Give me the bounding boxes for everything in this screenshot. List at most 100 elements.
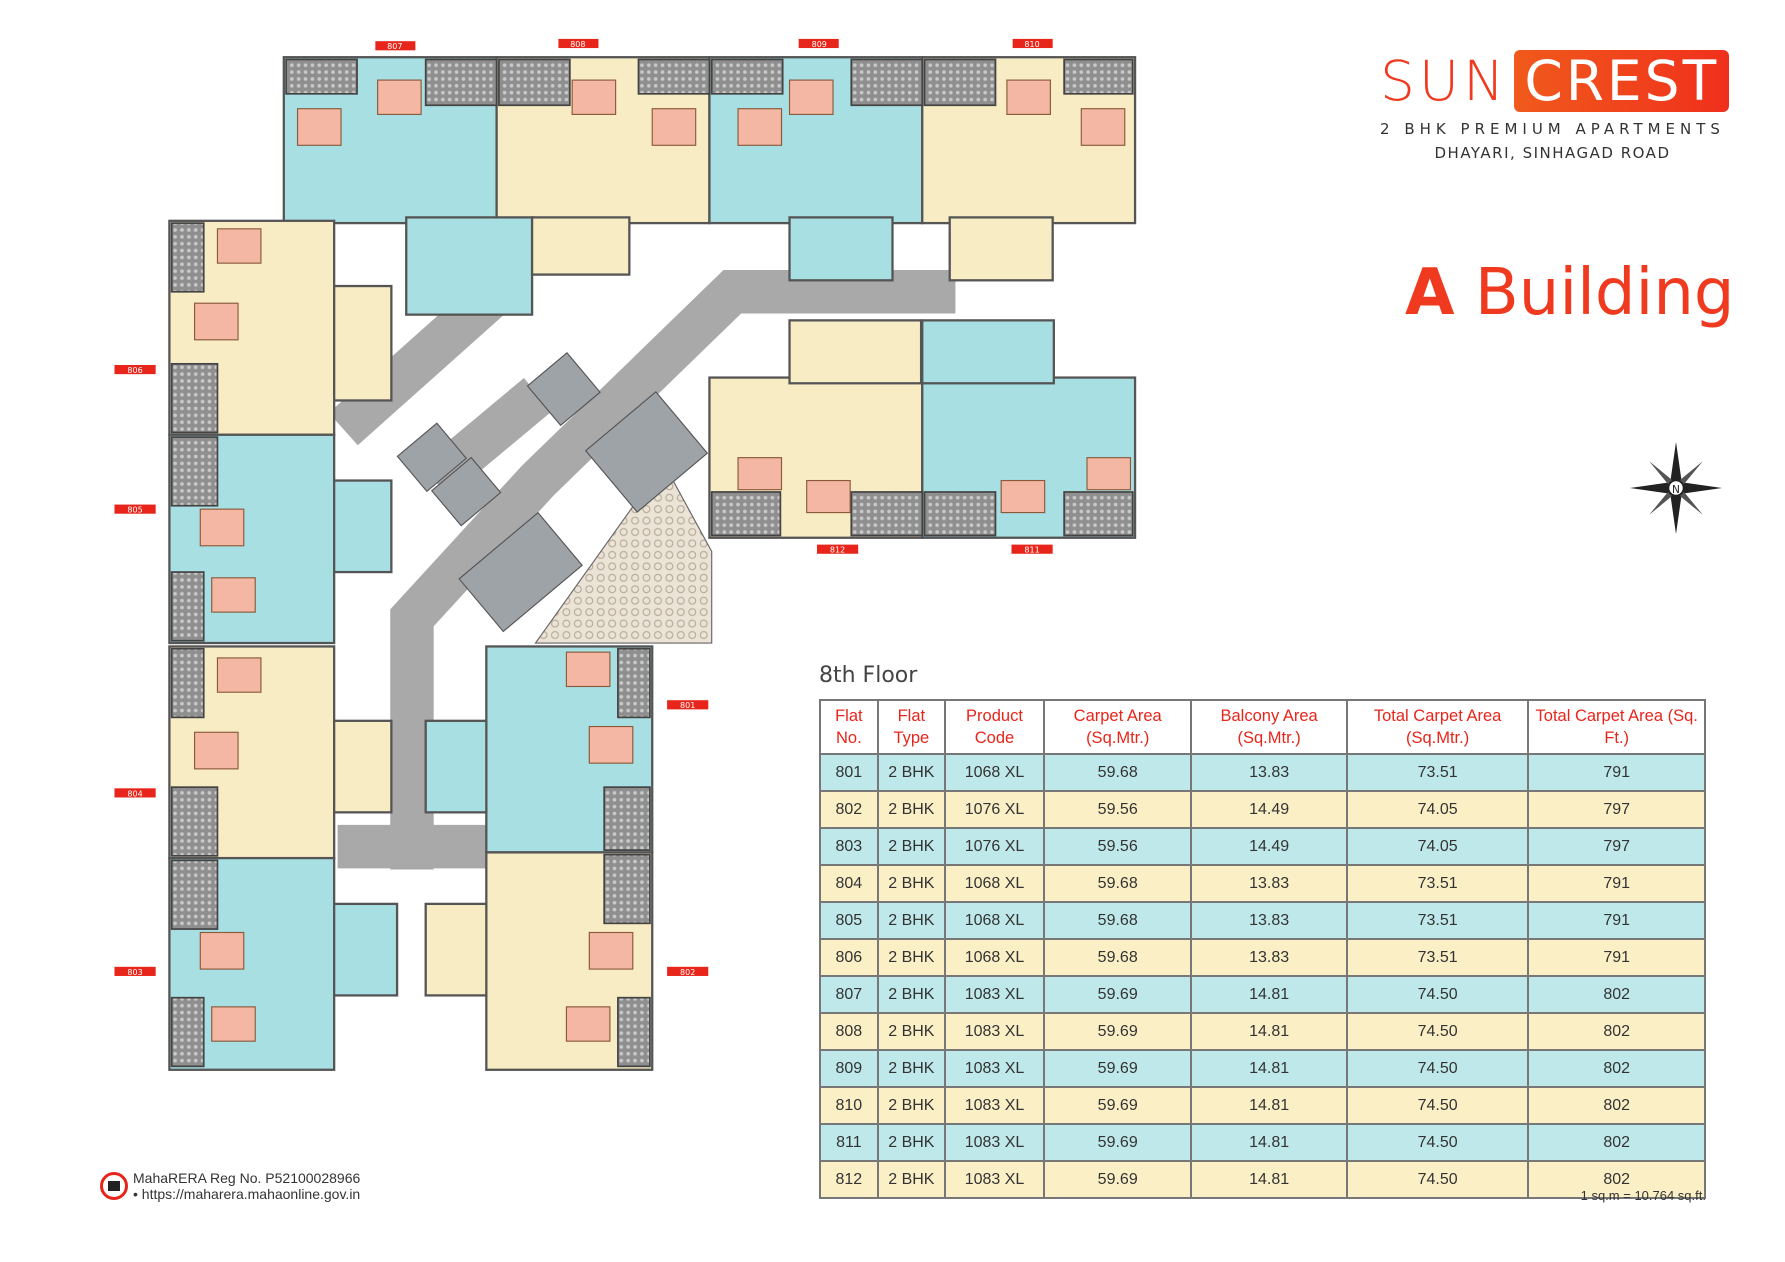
table-cell: 13.83 — [1190, 938, 1348, 977]
table-cell: 2 BHK — [876, 753, 947, 792]
table-cell: 13.83 — [1190, 901, 1348, 940]
rera-url[interactable]: • https://maharera.mahaonline.gov.in — [133, 1186, 361, 1202]
floor-title: 8th Floor — [819, 663, 918, 688]
column-header: Total Carpet Area (Sq. Ft.) — [1527, 699, 1706, 755]
table-cell: 59.68 — [1042, 864, 1193, 903]
table-cell: 59.68 — [1042, 938, 1193, 977]
table-cell: 59.69 — [1042, 975, 1193, 1014]
staircase — [396, 352, 709, 633]
table-cell: 1083 XL — [944, 1123, 1045, 1162]
table-cell: 1068 XL — [944, 938, 1045, 977]
table-cell: 14.81 — [1190, 1160, 1348, 1199]
table-cell: 2 BHK — [876, 790, 947, 829]
flat-tag: 806 — [127, 366, 142, 375]
table-cell: 807 — [819, 975, 879, 1014]
building-letter: A — [1405, 256, 1455, 330]
conversion-note: 1 sq.m = 10.764 sq.ft. — [1580, 1188, 1706, 1203]
table-cell: 2 BHK — [876, 827, 947, 866]
table-cell: 14.81 — [1190, 975, 1348, 1014]
table-cell: 14.81 — [1190, 1123, 1348, 1162]
table-cell: 802 — [1527, 1012, 1706, 1051]
maharera-logo-icon — [100, 1172, 128, 1200]
table-cell: 74.50 — [1345, 975, 1530, 1014]
table-cell: 806 — [819, 938, 879, 977]
table-cell: 1083 XL — [944, 1049, 1045, 1088]
table-cell: 791 — [1527, 753, 1706, 792]
table-cell: 59.69 — [1042, 1123, 1193, 1162]
brand-tagline: 2 BHK PREMIUM APARTMENTS — [1380, 120, 1725, 138]
table-cell: 2 BHK — [876, 1123, 947, 1162]
flat-tag: 802 — [680, 968, 695, 977]
table-cell: 73.51 — [1345, 938, 1530, 977]
brand-logo: SUN CREST 2 BHK PREMIUM APARTMENTS DHAYA… — [1380, 49, 1730, 162]
table-cell: 801 — [819, 753, 879, 792]
flat-tag: 805 — [127, 506, 142, 515]
table-cell: 59.56 — [1042, 827, 1193, 866]
table-cell: 1076 XL — [944, 790, 1045, 829]
building-word: Building — [1474, 256, 1735, 330]
table-cell: 13.83 — [1190, 864, 1348, 903]
column-header: Balcony Area (Sq.Mtr.) — [1190, 699, 1348, 755]
flat-tag: 808 — [570, 40, 585, 49]
table-cell: 811 — [819, 1123, 879, 1162]
table-cell: 797 — [1527, 827, 1706, 866]
brand-location: DHAYARI, SINHAGAD ROAD — [1434, 144, 1671, 162]
table-cell: 13.83 — [1190, 753, 1348, 792]
table-cell: 2 BHK — [876, 901, 947, 940]
table-cell: 1068 XL — [944, 864, 1045, 903]
table-cell: 802 — [1527, 1086, 1706, 1125]
table-cell: 74.50 — [1345, 1049, 1530, 1088]
flat-tag: 810 — [1024, 40, 1039, 49]
table-cell: 791 — [1527, 901, 1706, 940]
table-cell: 74.50 — [1345, 1086, 1530, 1125]
table-cell: 805 — [819, 901, 879, 940]
building-title: A Building — [1405, 256, 1735, 330]
flat-tag: 801 — [680, 701, 695, 710]
flat-tag: 812 — [830, 546, 845, 555]
table-cell: 812 — [819, 1160, 879, 1199]
table-cell: 797 — [1527, 790, 1706, 829]
table-cell: 74.05 — [1345, 790, 1530, 829]
flat-tags: 807 808 809 810 806 805 804 803 801 802 … — [114, 38, 1053, 977]
table-cell: 2 BHK — [876, 864, 947, 903]
flat-tag: 803 — [127, 968, 142, 977]
column-header: Flat Type — [876, 699, 947, 755]
table-cell: 2 BHK — [876, 1160, 947, 1199]
column-header: Carpet Area (Sq.Mtr.) — [1042, 699, 1193, 755]
table-cell: 1083 XL — [944, 1012, 1045, 1051]
table-cell: 74.50 — [1345, 1160, 1530, 1199]
table-cell: 14.49 — [1190, 827, 1348, 866]
table-cell: 74.50 — [1345, 1012, 1530, 1051]
table-cell: 810 — [819, 1086, 879, 1125]
table-cell: 803 — [819, 827, 879, 866]
table-cell: 1083 XL — [944, 1086, 1045, 1125]
table-cell: 804 — [819, 864, 879, 903]
table-cell: 2 BHK — [876, 938, 947, 977]
furniture — [193, 79, 1132, 1042]
brand-name-sun: SUN — [1380, 49, 1509, 113]
table-cell: 791 — [1527, 938, 1706, 977]
table-cell: 808 — [819, 1012, 879, 1051]
table-cell: 14.81 — [1190, 1086, 1348, 1125]
table-cell: 802 — [1527, 1049, 1706, 1088]
table-cell: 2 BHK — [876, 1086, 947, 1125]
table-cell: 2 BHK — [876, 975, 947, 1014]
table-cell: 74.05 — [1345, 827, 1530, 866]
balconies — [170, 58, 1134, 1068]
column-header: Product Code — [944, 699, 1045, 755]
table-cell: 1083 XL — [944, 1160, 1045, 1199]
table-cell: 74.50 — [1345, 1123, 1530, 1162]
table-cell: 802 — [819, 790, 879, 829]
compass-icon: N — [1629, 441, 1723, 535]
column-header: Flat No. — [819, 699, 879, 755]
compass-letter: N — [1672, 484, 1680, 496]
